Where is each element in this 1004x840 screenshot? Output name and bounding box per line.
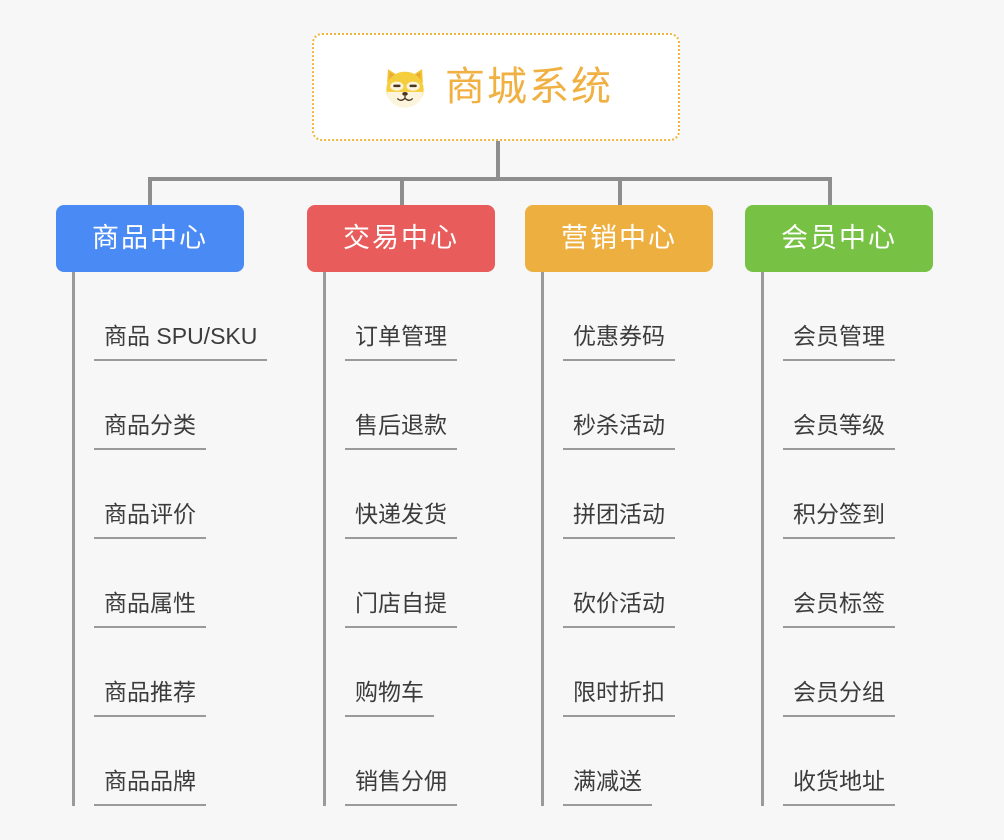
connector-horizontal-bus (148, 177, 832, 181)
leaf-label: 商品分类 (94, 414, 206, 450)
category-label: 会员中心 (781, 223, 897, 253)
leaf-item[interactable]: 优惠券码 (541, 272, 741, 361)
leaf-item[interactable]: 满减送 (541, 717, 741, 806)
leaf-label: 商品评价 (94, 503, 206, 539)
leaf-label: 商品品牌 (94, 770, 206, 806)
category-box-product-center[interactable]: 商品中心 (56, 205, 244, 272)
leaf-label: 会员分组 (783, 681, 895, 717)
leaf-item[interactable]: 会员管理 (761, 272, 961, 361)
leaf-label: 订单管理 (345, 325, 457, 361)
leaf-item[interactable]: 收货地址 (761, 717, 961, 806)
leaf-label: 会员管理 (783, 325, 895, 361)
leaf-item[interactable]: 商品属性 (72, 539, 272, 628)
leaf-item[interactable]: 限时折扣 (541, 628, 741, 717)
leaf-item[interactable]: 商品评价 (72, 450, 272, 539)
category-box-trade-center[interactable]: 交易中心 (307, 205, 495, 272)
leaf-spine (72, 272, 75, 806)
leaf-item[interactable]: 拼团活动 (541, 450, 741, 539)
leaf-item[interactable]: 销售分佣 (323, 717, 523, 806)
leaf-label: 销售分佣 (345, 770, 457, 806)
leaf-item[interactable]: 快递发货 (323, 450, 523, 539)
leaf-label: 商品推荐 (94, 681, 206, 717)
leaf-item[interactable]: 购物车 (323, 628, 523, 717)
leaf-item[interactable]: 售后退款 (323, 361, 523, 450)
leaf-label: 拼团活动 (563, 503, 675, 539)
connector-drop-1 (148, 177, 152, 207)
leaf-item[interactable]: 订单管理 (323, 272, 523, 361)
leaf-column-marketing-center: 优惠券码 秒杀活动 拼团活动 砍价活动 限时折扣 满减送 (541, 272, 741, 806)
leaf-column-product-center: 商品 SPU/SKU 商品分类 商品评价 商品属性 商品推荐 商品品牌 (72, 272, 272, 806)
leaf-label: 优惠券码 (563, 325, 675, 361)
leaf-label: 满减送 (563, 770, 652, 806)
leaf-label: 秒杀活动 (563, 414, 675, 450)
leaf-item[interactable]: 门店自提 (323, 539, 523, 628)
leaf-item[interactable]: 商品品牌 (72, 717, 272, 806)
shiba-dog-icon (379, 61, 431, 113)
leaf-label: 快递发货 (345, 503, 457, 539)
category-label: 交易中心 (343, 223, 459, 253)
leaf-label: 商品属性 (94, 592, 206, 628)
leaf-label: 商品 SPU/SKU (94, 325, 268, 361)
leaf-label: 售后退款 (345, 414, 457, 450)
leaf-label: 门店自提 (345, 592, 457, 628)
leaf-spine (323, 272, 326, 806)
leaf-item[interactable]: 积分签到 (761, 450, 961, 539)
leaf-label: 购物车 (345, 681, 434, 717)
leaf-item[interactable]: 砍价活动 (541, 539, 741, 628)
connector-drop-2 (400, 177, 404, 207)
leaf-item[interactable]: 商品 SPU/SKU (72, 272, 272, 361)
leaf-column-trade-center: 订单管理 售后退款 快递发货 门店自提 购物车 销售分佣 (323, 272, 523, 806)
leaf-item[interactable]: 会员分组 (761, 628, 961, 717)
leaf-label: 收货地址 (783, 770, 895, 806)
leaf-column-member-center: 会员管理 会员等级 积分签到 会员标签 会员分组 收货地址 (761, 272, 961, 806)
category-box-marketing-center[interactable]: 营销中心 (525, 205, 713, 272)
connector-drop-4 (828, 177, 832, 207)
root-title: 商城系统 (445, 65, 613, 109)
category-label: 营销中心 (561, 223, 677, 253)
leaf-item[interactable]: 商品分类 (72, 361, 272, 450)
leaf-label: 限时折扣 (563, 681, 675, 717)
leaf-label: 积分签到 (783, 503, 895, 539)
category-label: 商品中心 (92, 223, 208, 253)
root-node-shop-system[interactable]: 商城系统 (312, 33, 680, 141)
leaf-label: 砍价活动 (563, 592, 675, 628)
leaf-spine (541, 272, 544, 806)
connector-drop-3 (618, 177, 622, 207)
leaf-item[interactable]: 商品推荐 (72, 628, 272, 717)
leaf-item[interactable]: 会员标签 (761, 539, 961, 628)
category-box-member-center[interactable]: 会员中心 (745, 205, 933, 272)
connector-root-vertical (496, 141, 500, 180)
leaf-label: 会员等级 (783, 414, 895, 450)
leaf-label: 会员标签 (783, 592, 895, 628)
leaf-spine (761, 272, 764, 806)
leaf-item[interactable]: 秒杀活动 (541, 361, 741, 450)
leaf-item[interactable]: 会员等级 (761, 361, 961, 450)
